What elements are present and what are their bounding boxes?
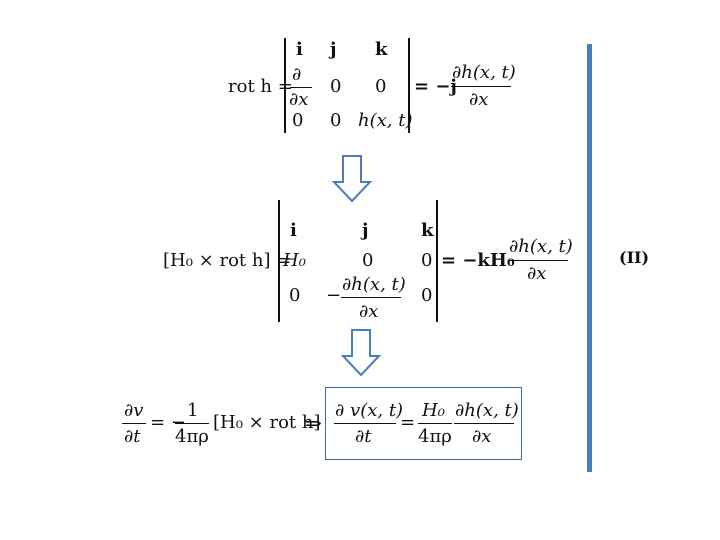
eq3-lhs-bar xyxy=(122,423,146,425)
result-box xyxy=(325,387,522,460)
eq1-r3c3: h(x, t) xyxy=(358,110,413,131)
eq1-rhs-num: ∂h(x, t) xyxy=(452,62,516,83)
eq3-res-rhs-num: ∂h(x, t) xyxy=(455,400,519,421)
eq1-det-right-bar xyxy=(408,38,410,133)
implies-arrow-icon: ⇒ xyxy=(305,411,322,435)
eq1-rhs-prefix: = −j xyxy=(414,76,457,97)
equation-label: (II) xyxy=(619,248,650,267)
down-arrow-icon xyxy=(340,329,382,377)
eq2-lhs: [H₀ × rot h] = xyxy=(163,250,292,271)
eq2-r3c2-minus: − xyxy=(326,285,342,306)
eq1-r3c2: 0 xyxy=(330,110,342,131)
eq1-r2c1-bar xyxy=(290,87,312,89)
eq3-res-rhs-den: ∂x xyxy=(472,426,492,447)
eq2-r3c2-den: ∂x xyxy=(359,301,379,322)
eq1-r2c1-den: ∂x xyxy=(289,89,309,110)
eq3-lhs-den: ∂t xyxy=(124,426,141,447)
eq3-coef-num: 1 xyxy=(187,400,199,421)
eq2-r1c1: i xyxy=(290,220,297,241)
eq1-r1c1: i xyxy=(296,39,303,60)
eq3-res-coef-bar xyxy=(418,423,452,425)
eq2-r1c2: j xyxy=(362,220,369,241)
eq1-r1c3: k xyxy=(375,39,388,60)
eq1-det-left-bar xyxy=(284,38,286,133)
eq2-r3c1: 0 xyxy=(289,285,301,306)
eq1-rhs-bar xyxy=(451,86,511,88)
eq3-lhs-num: ∂v xyxy=(124,400,144,421)
eq3-res-coef-den: 4πρ xyxy=(418,426,452,447)
eq2-r2c2: 0 xyxy=(362,250,374,271)
eq2-r2c1: H₀ xyxy=(283,250,306,271)
eq2-rhs-prefix: = −kH₀ xyxy=(441,250,515,271)
eq2-r3c2-num: ∂h(x, t) xyxy=(342,274,406,295)
eq1-r3c1: 0 xyxy=(292,110,304,131)
eq2-det-left-bar xyxy=(278,200,280,322)
eq3-res-lhs-den: ∂t xyxy=(355,426,372,447)
eq2-r2c3: 0 xyxy=(421,250,433,271)
eq2-rhs-den: ∂x xyxy=(527,263,547,284)
eq1-r2c1-num: ∂ xyxy=(292,64,302,85)
eq3-equals-minus: = − xyxy=(150,412,186,433)
eq3-coef-den: 4πρ xyxy=(175,426,209,447)
eq3-res-lhs-num: ∂ v(x, t) xyxy=(335,400,404,421)
accent-side-bar xyxy=(587,44,592,472)
eq3-res-coef-num: H₀ xyxy=(422,400,445,421)
eq3-res-eq: = xyxy=(400,412,416,433)
eq1-r2c2: 0 xyxy=(330,76,342,97)
eq2-rhs-bar xyxy=(508,260,568,262)
eq2-r3c2-bar xyxy=(341,297,401,299)
eq3-res-rhs-bar xyxy=(454,423,514,425)
eq2-r3c3: 0 xyxy=(421,285,433,306)
eq2-det-right-bar xyxy=(436,200,438,322)
eq1-rhs-den: ∂x xyxy=(469,89,489,110)
down-arrow-icon xyxy=(331,155,373,203)
eq2-rhs-num: ∂h(x, t) xyxy=(509,236,573,257)
eq3-res-lhs-bar xyxy=(334,423,396,425)
eq1-r1c2: j xyxy=(330,39,337,60)
eq1-lhs: rot h = xyxy=(228,76,293,97)
eq1-r2c3: 0 xyxy=(375,76,387,97)
eq3-coef-bar xyxy=(175,423,209,425)
eq2-r1c3: k xyxy=(421,220,434,241)
eq3-bracket: [H₀ × rot h] xyxy=(213,412,321,433)
